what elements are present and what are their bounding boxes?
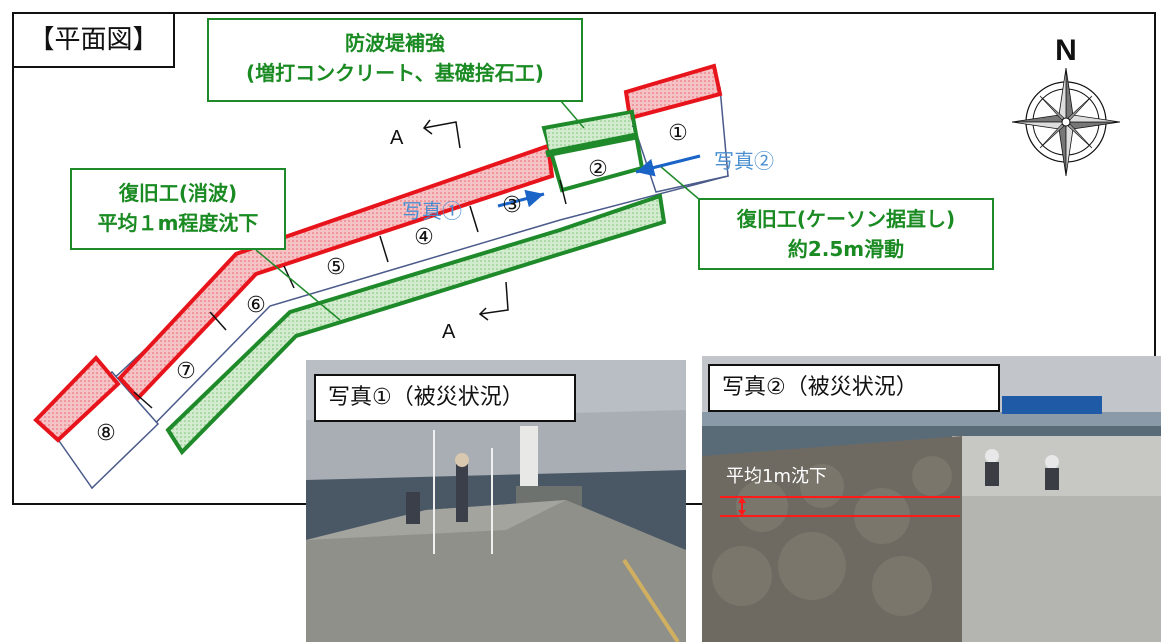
plan-title: 【平面図】 <box>12 12 175 68</box>
photo-1-caption: 写真①（被災状況） <box>314 374 576 422</box>
caisson-number: ③ <box>502 193 522 218</box>
photo-2-caption: 写真②（被災状況） <box>708 364 1000 412</box>
caisson-number: ④ <box>414 225 434 250</box>
green-reinforcement-fill <box>546 114 634 156</box>
caisson-number: ⑧ <box>96 421 116 446</box>
red-zone-main <box>117 143 555 401</box>
green-zone-main <box>165 193 667 456</box>
photo2-arrow <box>635 154 701 177</box>
photo2-marker: 写真② <box>714 149 774 173</box>
callout-line: 防波堤補強 <box>345 31 445 55</box>
caisson-number: ⑦ <box>176 359 196 384</box>
callout-restoration-caisson: 復旧工(ケーソン据直し) 約2.5m滑動 <box>698 198 994 270</box>
caisson-numbers: ① ② ③ ④ ⑤ ⑥ ⑦ ⑧ <box>96 121 688 446</box>
callout-line: 平均１m程度沈下 <box>97 211 259 235</box>
callout-breakwater-reinforcement: 防波堤補強 (増打コンクリート、基礎捨石工) <box>207 18 583 102</box>
compass-icon <box>1011 67 1121 177</box>
section-line <box>423 121 509 315</box>
photo-1: 写真①（被災状況） <box>306 360 686 642</box>
callout-restoration-wave: 復旧工(消波) 平均１m程度沈下 <box>70 168 286 250</box>
green-reinforcement-bar <box>545 132 637 158</box>
leader-lines <box>255 99 701 321</box>
section-arrows <box>422 119 489 321</box>
red-zone-end-8 <box>33 355 121 443</box>
callout-line: 約2.5m滑動 <box>787 237 905 261</box>
north-label: N <box>1055 34 1077 67</box>
caisson-number: ⑤ <box>326 255 346 280</box>
caisson-number: ② <box>588 157 608 182</box>
callout-line: 復旧工(ケーソン据直し) <box>736 207 956 231</box>
callout-line: 復旧工(消波) <box>118 181 238 205</box>
photo1-marker: 写真① <box>402 199 462 223</box>
photo1-arrow <box>497 189 545 208</box>
settlement-annotation: 平均1m沈下 <box>726 466 827 487</box>
caisson-number: ⑥ <box>246 293 266 318</box>
caisson-number: ① <box>668 121 688 146</box>
photo-2: 写真②（被災状況） 平均1m沈下 <box>702 356 1161 642</box>
red-zone-end-1 <box>623 63 723 121</box>
section-label-a-top: A <box>390 127 404 149</box>
callout-line: (増打コンクリート、基礎捨石工) <box>246 61 544 85</box>
section-label-a-bottom: A <box>442 321 456 343</box>
caisson-separators <box>133 179 567 409</box>
